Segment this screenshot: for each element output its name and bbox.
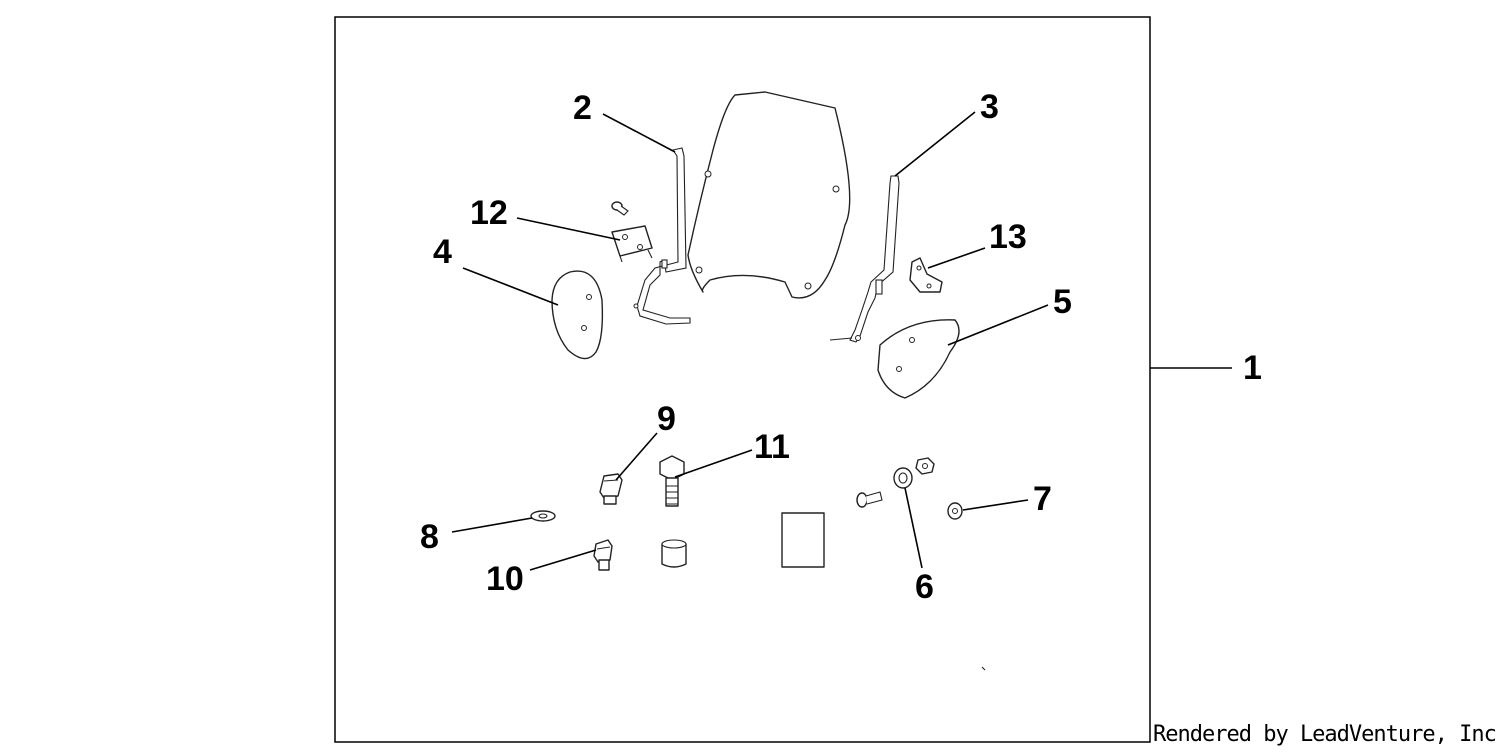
windscreen[interactable] (687, 91, 851, 299)
right-bracket[interactable] (909, 257, 943, 293)
leader-12 (516, 217, 621, 241)
mounting-screw[interactable] (856, 491, 883, 508)
callout-12: 12 (470, 194, 508, 232)
leader-lines (451, 111, 1232, 571)
callout-2: 2 (573, 89, 592, 127)
callout-4: 4 (433, 233, 452, 271)
credit-text: Rendered by LeadVenture, Inc. (1153, 722, 1500, 747)
leader-5 (947, 304, 1049, 346)
callout-labels: 1 2 3 4 5 6 7 8 9 10 11 12 13 (420, 88, 1262, 606)
callout-8: 8 (420, 518, 439, 556)
right-stay[interactable] (829, 175, 900, 343)
leader-4 (462, 267, 559, 306)
hex-collar-nut-10[interactable] (593, 539, 613, 571)
callout-10: 10 (486, 560, 524, 598)
small-nut[interactable] (915, 457, 935, 475)
instruction-sheet[interactable] (781, 512, 825, 568)
mark (981, 666, 986, 671)
leader-13 (927, 247, 986, 269)
leader-8 (451, 517, 533, 533)
hex-collar-nut-9[interactable] (599, 473, 623, 505)
leader-3 (894, 111, 976, 177)
washer-7[interactable] (947, 502, 963, 520)
callout-5: 5 (1053, 283, 1072, 321)
washer-8[interactable] (530, 510, 556, 522)
bolt-11[interactable] (659, 455, 685, 507)
leader-7 (962, 499, 1029, 511)
leader-10 (529, 549, 597, 571)
collar[interactable] (661, 539, 687, 568)
leader-9 (615, 432, 658, 481)
left-bracket[interactable] (611, 225, 653, 263)
left-stay[interactable] (633, 147, 691, 325)
callout-9: 9 (657, 400, 676, 438)
callout-7: 7 (1033, 480, 1052, 518)
bracket-bolt[interactable] (611, 201, 629, 216)
callout-13: 13 (989, 218, 1027, 256)
grommet-6[interactable] (893, 467, 913, 489)
leader-2 (602, 113, 676, 153)
leader-11 (674, 449, 753, 478)
callout-11: 11 (754, 428, 790, 466)
callout-3: 3 (980, 88, 999, 126)
leader-6 (904, 487, 923, 569)
right-deflector[interactable] (877, 319, 960, 399)
callout-1: 1 (1243, 349, 1262, 387)
left-deflector[interactable] (551, 270, 604, 360)
diagram-frame (334, 16, 1151, 743)
callout-6: 6 (915, 568, 934, 606)
